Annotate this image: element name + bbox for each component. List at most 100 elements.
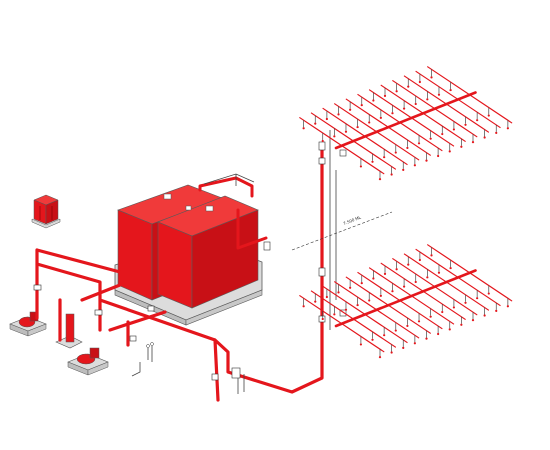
sprinkler-head-icon (383, 156, 386, 159)
sprinkler-head-icon (390, 173, 393, 176)
upper-sprinkler-grid (299, 66, 513, 181)
branch-line (357, 93, 443, 152)
sprinkler-head-icon (495, 309, 498, 312)
pump-icon (9, 311, 47, 337)
sprinkler-head-icon (402, 285, 406, 288)
sprinkler-head-icon (333, 135, 336, 138)
branch-line (392, 80, 478, 138)
sprinkler-head-icon (356, 303, 359, 307)
sprinkler-head-icon (383, 272, 387, 275)
sprinkler-head-icon (379, 116, 382, 119)
sprinkler-head-icon (407, 85, 410, 88)
sprinkler-head-icon (402, 107, 406, 110)
sprinkler-head-icon (437, 93, 441, 96)
sprinkler-head-icon (378, 178, 382, 181)
sprinkler-head-icon (321, 139, 324, 143)
sprinkler-head-icon (471, 319, 475, 322)
sprinkler-head-icon (314, 300, 317, 303)
sprinkler-head-icon (449, 88, 452, 92)
sprinkler-head-icon (359, 343, 363, 346)
sprinkler-head-icon (325, 117, 328, 121)
branch-line (380, 262, 466, 320)
sprinkler-head-icon (429, 315, 432, 318)
sprinkler-head-icon (417, 142, 421, 145)
lower-sprinkler-grid (299, 244, 513, 359)
sprinkler-head-icon (441, 310, 444, 314)
sprinkler-head-icon (426, 276, 429, 279)
branch-line (368, 89, 455, 147)
sprinkler-head-icon (437, 332, 440, 336)
sprinkler-head-icon (449, 266, 452, 270)
sprinkler-head-icon (418, 80, 421, 84)
sprinkler-head-icon (378, 356, 382, 359)
sprinkler-head-icon (344, 130, 348, 133)
sprinkler-head-icon (371, 338, 374, 341)
cross-main (334, 91, 477, 150)
sprinkler-head-icon (430, 76, 433, 79)
sprinkler-head-icon (483, 136, 486, 139)
sprinkler-head-icon (452, 128, 456, 131)
sprinkler-head-icon (359, 165, 363, 168)
sprinkler-head-icon (441, 132, 444, 136)
branch-line (310, 112, 397, 170)
sprinkler-head-icon (426, 98, 429, 101)
sprinkler-head-icon (495, 131, 498, 134)
sprinkler-head-icon (487, 114, 490, 117)
sprinkler-head-icon (368, 121, 371, 124)
sprinkler-head-icon (402, 346, 405, 349)
branch-line (322, 285, 408, 344)
sprinkler-head-icon (337, 113, 340, 116)
sprinkler-head-icon (344, 308, 348, 311)
sprinkler-head-icon (333, 313, 336, 316)
branch-line (345, 98, 431, 156)
sprinkler-head-icon (406, 324, 409, 328)
sprinkler-head-icon (379, 294, 382, 297)
sprinkler-head-icon (430, 254, 433, 257)
valve-icon (33, 241, 271, 381)
sprinkler-head-icon (460, 323, 463, 326)
floor-separator: 7.500 ML (291, 211, 393, 251)
branch-line (427, 244, 513, 302)
sprinkler-head-icon (506, 127, 509, 130)
branch-line (415, 248, 501, 307)
sprinkler-head-icon (464, 301, 467, 304)
sprinkler-head-icon (448, 328, 451, 331)
sprinkler-head-icon (464, 123, 467, 126)
sprinkler-head-icon (471, 141, 475, 144)
sprinkler-head-icon (460, 145, 463, 148)
sprinkler-head-icon (372, 277, 375, 280)
sprinkler-head-icon (425, 337, 428, 340)
branch-line (322, 107, 408, 166)
sprinkler-head-icon (368, 299, 371, 302)
branch-line (357, 271, 443, 330)
sprinkler-head-icon (395, 268, 398, 271)
sprinkler-head-icon (437, 154, 440, 158)
pump-icon (67, 347, 109, 376)
sprinkler-head-icon (383, 334, 386, 337)
sprinkler-head-icon (337, 291, 340, 294)
sprinkler-head-icon (360, 282, 363, 285)
riser-valves (318, 130, 347, 330)
branch-line (299, 295, 385, 353)
sprinkler-head-icon (414, 102, 417, 106)
branch-line (415, 70, 501, 129)
main-pipe-network (35, 148, 324, 402)
sprinkler-head-icon (356, 125, 359, 129)
sprinkler-head-icon (349, 108, 352, 111)
cross-main (334, 269, 477, 328)
sprinkler-head-icon (437, 271, 441, 274)
branch-line (380, 84, 466, 142)
sprinkler-head-icon (413, 342, 416, 345)
branch-line (299, 117, 385, 175)
sprinkler-head-icon (452, 306, 456, 309)
gauge-assembly (131, 342, 245, 394)
sprinkler-head-icon (394, 329, 397, 332)
sprinkler-head-icon (417, 320, 421, 323)
sprinkler-head-icon (321, 317, 324, 321)
sprinkler-head-icon (394, 151, 397, 154)
sprinkler-head-icon (406, 146, 409, 150)
sprinkler-head-icon (391, 290, 394, 293)
branch-line (334, 103, 420, 161)
sprinkler-head-icon (372, 99, 375, 102)
